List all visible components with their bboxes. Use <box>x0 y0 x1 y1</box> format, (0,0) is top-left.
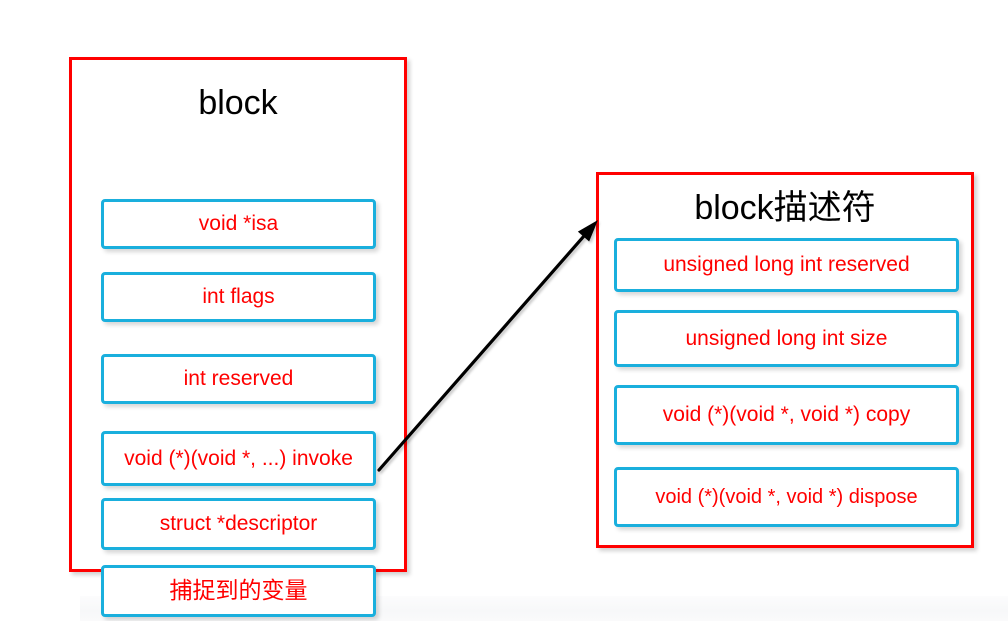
arrow-shaft <box>377 231 589 472</box>
struct-block-title: block <box>198 84 278 122</box>
field-dispose[interactable]: void (*)(void *, void *) dispose <box>614 467 959 527</box>
field-void-isa[interactable]: void *isa <box>101 199 376 249</box>
field-unsigned-long-int-size[interactable]: unsigned long int size <box>614 310 959 367</box>
arrow-head <box>577 220 598 242</box>
struct-block-descriptor-title: block描述符 <box>694 189 876 227</box>
struct-block: block void *isa int flags int reserved v… <box>69 57 407 617</box>
field-invoke[interactable]: void (*)(void *, ...) invoke <box>101 431 376 486</box>
field-int-flags[interactable]: int flags <box>101 272 376 322</box>
field-captured-variables[interactable]: 捕捉到的变量 <box>101 565 376 617</box>
field-descriptor[interactable]: struct *descriptor <box>101 498 376 550</box>
field-copy[interactable]: void (*)(void *, void *) copy <box>614 385 959 445</box>
field-unsigned-long-int-reserved[interactable]: unsigned long int reserved <box>614 238 959 292</box>
field-int-reserved[interactable]: int reserved <box>101 354 376 404</box>
struct-block-descriptor: block描述符 unsigned long int reserved unsi… <box>596 172 974 548</box>
